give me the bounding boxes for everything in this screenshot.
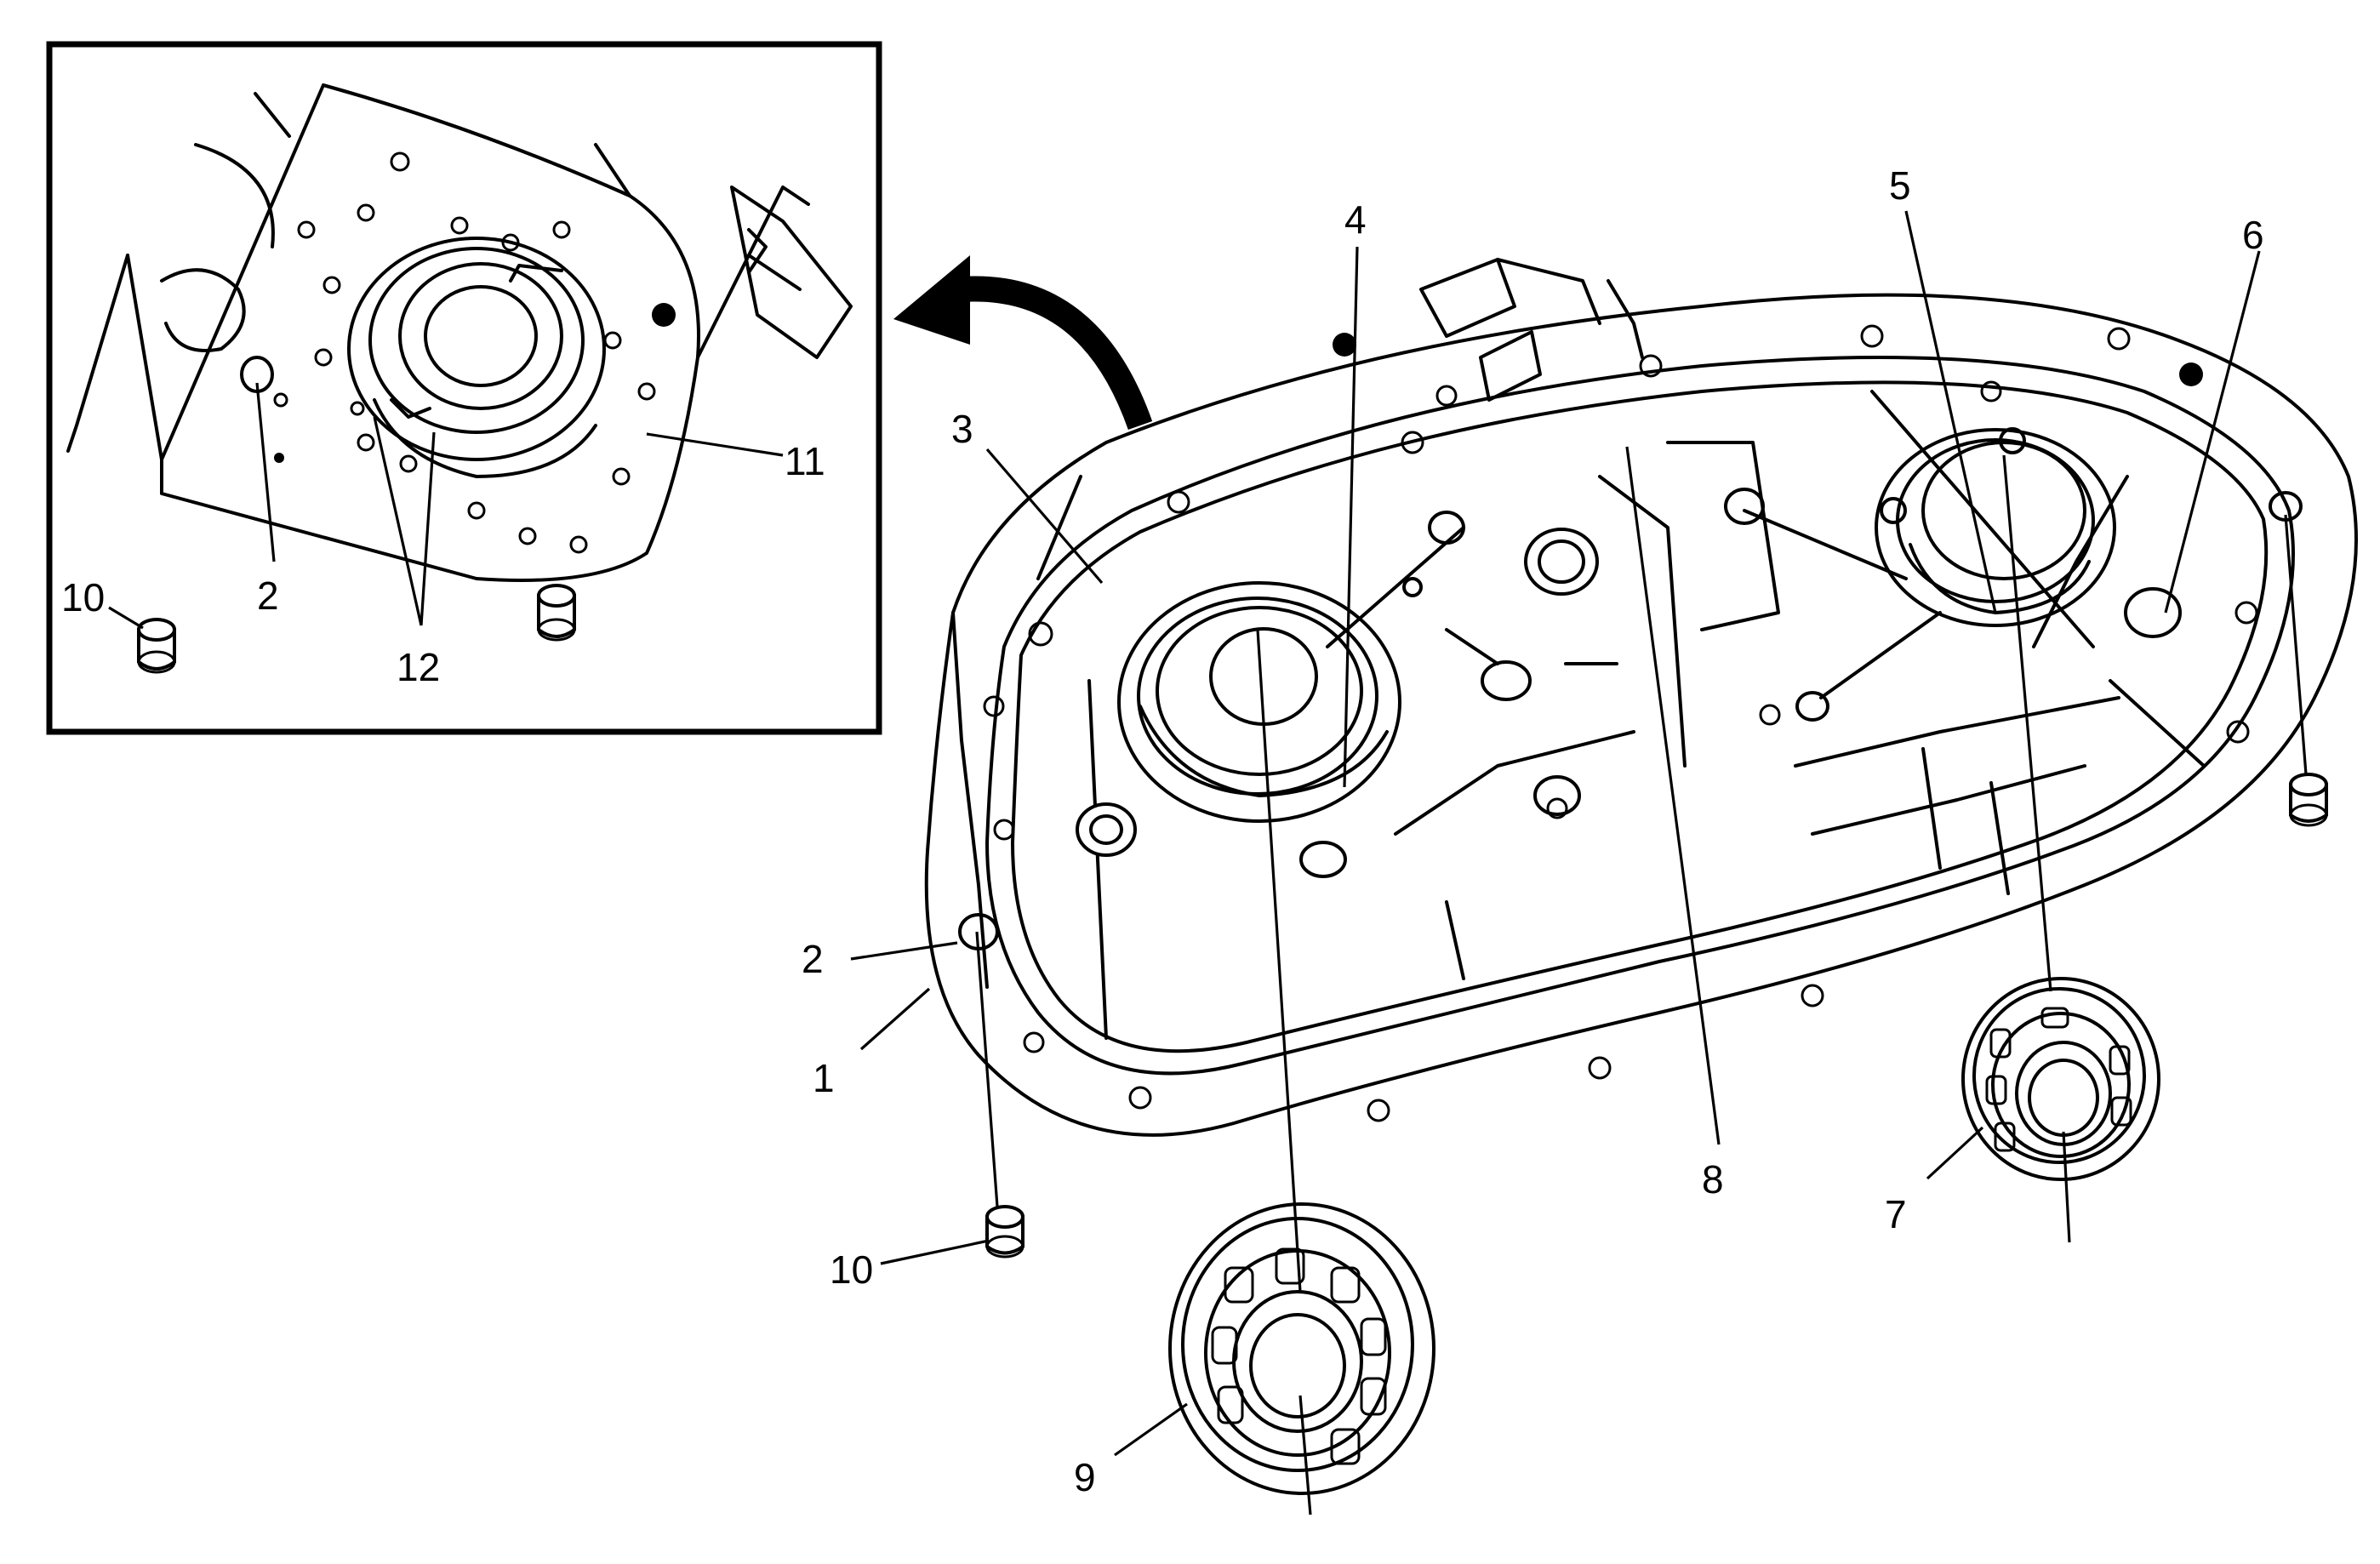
callout-3: 3 xyxy=(951,407,973,451)
case-inner-flange xyxy=(985,356,2295,1076)
rear-bearing xyxy=(1961,977,2160,1181)
callout-5: 5 xyxy=(1889,163,1911,208)
case-outer-flange xyxy=(924,293,2358,1137)
inset-detail-view: 2 10 11 12 xyxy=(46,41,882,735)
rear-output-bore xyxy=(1875,428,2116,627)
main-leader-lines xyxy=(850,210,2308,1515)
callout-9: 9 xyxy=(1074,1455,1096,1499)
inset-callout-2: 2 xyxy=(257,574,279,618)
callout-8: 8 xyxy=(1702,1157,1724,1202)
dowel-pin-left xyxy=(985,1205,1024,1259)
front-output-bore xyxy=(1117,581,1401,823)
inset-dowel-pin-loose xyxy=(537,584,576,642)
inset-leader-11 xyxy=(646,432,784,457)
inset-callout-10: 10 xyxy=(61,575,105,619)
case-internal-ribs xyxy=(1087,390,2206,1040)
detail-arrow xyxy=(893,255,1153,430)
inset-leader-10 xyxy=(108,606,144,630)
inset-callout-11: 11 xyxy=(785,439,825,483)
inset-case-half xyxy=(66,83,853,582)
front-bearing xyxy=(1168,1202,1435,1495)
inset-leader-12b xyxy=(419,431,436,626)
rear-bearing-rollers xyxy=(1985,1007,2132,1152)
inset-leader-2 xyxy=(255,382,276,562)
inset-frame xyxy=(46,41,882,735)
callout-7: 7 xyxy=(1885,1192,1907,1236)
callout-4: 4 xyxy=(1344,197,1367,242)
callout-2: 2 xyxy=(802,937,824,981)
inset-dowel-pin xyxy=(137,618,176,674)
inset-callout-12: 12 xyxy=(397,645,440,689)
dowel-pin-right xyxy=(2289,773,2328,827)
flange-bolt-holes xyxy=(983,324,2258,1122)
front-bearing-rollers xyxy=(1211,1247,1387,1465)
inset-bearing-bore xyxy=(347,237,606,478)
case-bosses xyxy=(1076,427,2182,878)
inset-leader-12a xyxy=(373,416,423,626)
callout-10: 10 xyxy=(830,1247,873,1292)
transfer-case-half xyxy=(924,258,2358,1137)
callout-1: 1 xyxy=(813,1056,835,1100)
callout-6: 6 xyxy=(2242,213,2264,257)
